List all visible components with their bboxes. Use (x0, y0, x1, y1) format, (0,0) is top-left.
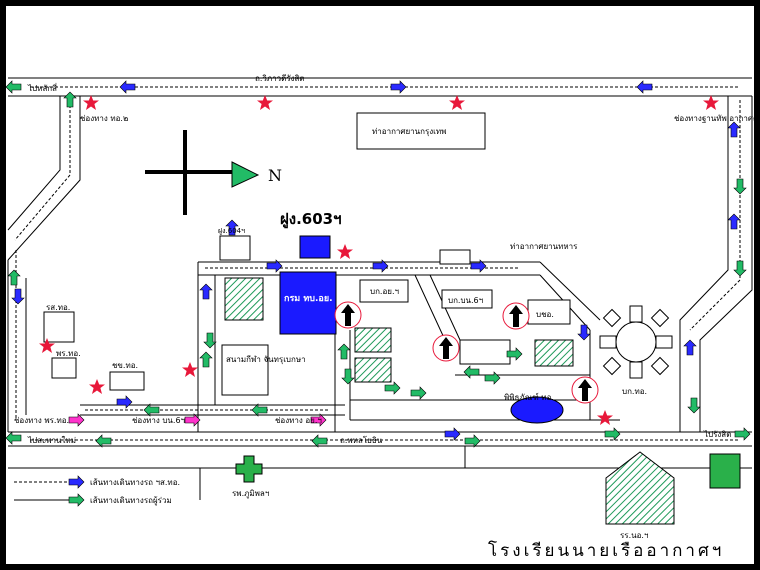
airport-krungthep-label: ท่าอากาศยานกรุงเทพ (372, 127, 446, 136)
school-title: โรงเรียนนายเรืออากาศฯ (488, 540, 724, 561)
legend-green-label: เส้นทางเดินทางรถผู้ร่วม (90, 496, 172, 506)
building-airport-military-block (439, 249, 471, 265)
hatch-area-2 (354, 327, 392, 353)
building-airport-krungthep (356, 112, 486, 150)
school-area (605, 451, 675, 525)
museum-shape (510, 396, 564, 424)
building-ss-to (109, 371, 145, 391)
building-ps-to (51, 357, 77, 379)
building-bk-om (359, 279, 409, 303)
dept-main-label: กรม ทบ.อย. (284, 294, 333, 304)
compass-north-label: N (268, 166, 282, 185)
hatch-area-4 (534, 339, 574, 367)
hospital-label: รพ.ภูมิพลฯ (232, 489, 269, 499)
road-top-label: ถ.วิภาวดีรังสิต (255, 74, 305, 83)
building-dept-main (279, 271, 337, 335)
road-bottom-label: ถ.พหลโยธิน (340, 435, 383, 445)
up-arrow-icon (571, 376, 599, 404)
stadium-label: สนามกีฬา จันทรุเบกษา (226, 355, 306, 364)
legend-blue-label: เส้นทางเดินทางรถ ฯส.ทอ. (90, 478, 180, 487)
legend: เส้นทางเดินทางรถ ฯส.ทอ. เส้นทางเดินทางรถ… (14, 475, 180, 507)
up-arrow-icon (502, 302, 530, 330)
gate-top-left-label: ช่องทาง ทอ.๒ (80, 114, 128, 123)
hospital-right-block (709, 453, 741, 489)
bk-bn-label: บก.บน.6ฯ (448, 296, 483, 305)
hatch-area-1 (224, 277, 264, 321)
road-left-bottom-label: ไปสะพานใหม่ (27, 436, 76, 445)
rs-to-label: รส.ทอ. (46, 303, 70, 312)
museum-label: พิพิธภัณฑ์ ทอ. (504, 392, 554, 402)
building-wing-604 (219, 235, 251, 261)
bk-to-label: บก.ทอ. (622, 387, 647, 396)
ss-to-label: ชข.ทอ. (112, 361, 138, 370)
building-rs-to (43, 311, 75, 343)
building-bo (527, 299, 571, 325)
bo-label: บชอ. (536, 310, 554, 319)
airport-military-label: ท่าอากาศยานทหาร (510, 242, 578, 251)
up-arrow-icon (334, 301, 362, 329)
hatch-area-3 (354, 357, 392, 383)
building-stadium (221, 344, 269, 396)
gate-bn6-label: ช่องทาง บน.6ฯ (132, 416, 185, 425)
gate-ps-label: ช่องทาง พร.ทอ. (14, 416, 69, 425)
buildings (43, 112, 741, 525)
building-bk-bn (441, 289, 493, 309)
wing-603-label: ฝูง.603ฯ (280, 210, 342, 229)
gate-ooa-label: ช่องทาง อย.ฯ (275, 416, 322, 425)
up-arrow-icon (432, 334, 460, 362)
road-right-bottom-label: ไปรังสิต (703, 430, 731, 439)
building-mid (459, 339, 511, 365)
gate-top-right-label: ช่องทางฐานทัพ อากาศดอนเมือง (674, 114, 760, 123)
bk-om-label: บก.อย.ฯ (370, 287, 399, 296)
compass: N (145, 130, 282, 215)
school-rn-label: รร.นอ.ฯ (620, 531, 648, 540)
building-wing-603 (299, 235, 331, 259)
road-left-top-label: ไปหลักสี่ (27, 82, 57, 93)
wing-604-label: ฝูง.604ฯ (218, 227, 245, 235)
ps-to-label: พร.ทอ. (56, 349, 81, 358)
building-bk-to-shape (599, 305, 673, 379)
labels: ถ.วิภาวดีรังสิต ไปหลักสี่ ช่องทาง ทอ.๒ ท… (14, 74, 760, 540)
hospital-cross-icon (235, 455, 263, 483)
